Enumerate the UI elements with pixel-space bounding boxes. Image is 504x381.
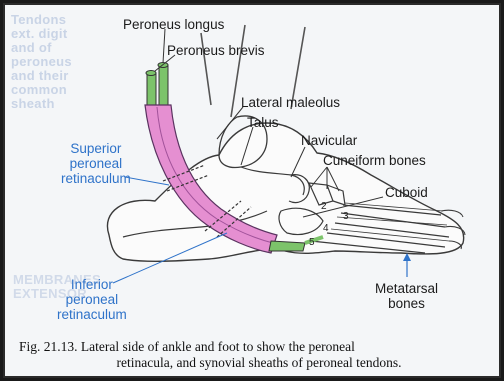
- caption-line-2: retinacula, and synovial sheaths of pero…: [19, 355, 499, 371]
- label-metatarsal: Metatarsal bones: [375, 281, 438, 311]
- label-peroneus-brevis: Peroneus brevis: [167, 43, 265, 58]
- metatarsal-number: 3: [343, 211, 349, 222]
- label-line: Metatarsal: [375, 281, 438, 296]
- label-talus: Talus: [247, 115, 279, 130]
- label-line: retinaculum: [57, 307, 127, 322]
- label-superior-retinaculum: Superior peroneal retinaculum: [61, 141, 131, 186]
- peroneus-brevis-tendon: [147, 73, 156, 105]
- figure-caption: Fig. 21.13. Lateral side of ankle and fo…: [19, 339, 499, 371]
- tendon-cut-end: [146, 71, 156, 76]
- label-line: Inferior: [57, 277, 127, 292]
- label-line: Superior: [61, 141, 131, 156]
- metatarsal-number: 5: [309, 237, 315, 248]
- caption-line-1: Fig. 21.13. Lateral side of ankle and fo…: [19, 339, 499, 355]
- label-lateral-maleolus: Lateral maleolus: [241, 95, 340, 110]
- metatarsal-number: 2: [321, 201, 327, 212]
- label-cuneiform: Cuneiform bones: [323, 153, 426, 168]
- label-peroneus-longus: Peroneus longus: [123, 17, 224, 32]
- label-line: peroneal: [61, 156, 131, 171]
- label-line: retinaculum: [61, 171, 131, 186]
- label-line: peroneal: [57, 292, 127, 307]
- label-cuboid: Cuboid: [385, 185, 428, 200]
- peroneus-brevis-insertion: [269, 241, 305, 251]
- leader-superior-retinaculum: [125, 177, 169, 185]
- label-line: bones: [375, 296, 438, 311]
- peroneus-longus-tendon: [159, 65, 168, 105]
- label-navicular: Navicular: [301, 133, 357, 148]
- metatarsal-number: 4: [323, 223, 329, 234]
- leader-peroneus-longus: [163, 29, 165, 63]
- label-inferior-retinaculum: Inferior peroneal retinaculum: [57, 277, 127, 322]
